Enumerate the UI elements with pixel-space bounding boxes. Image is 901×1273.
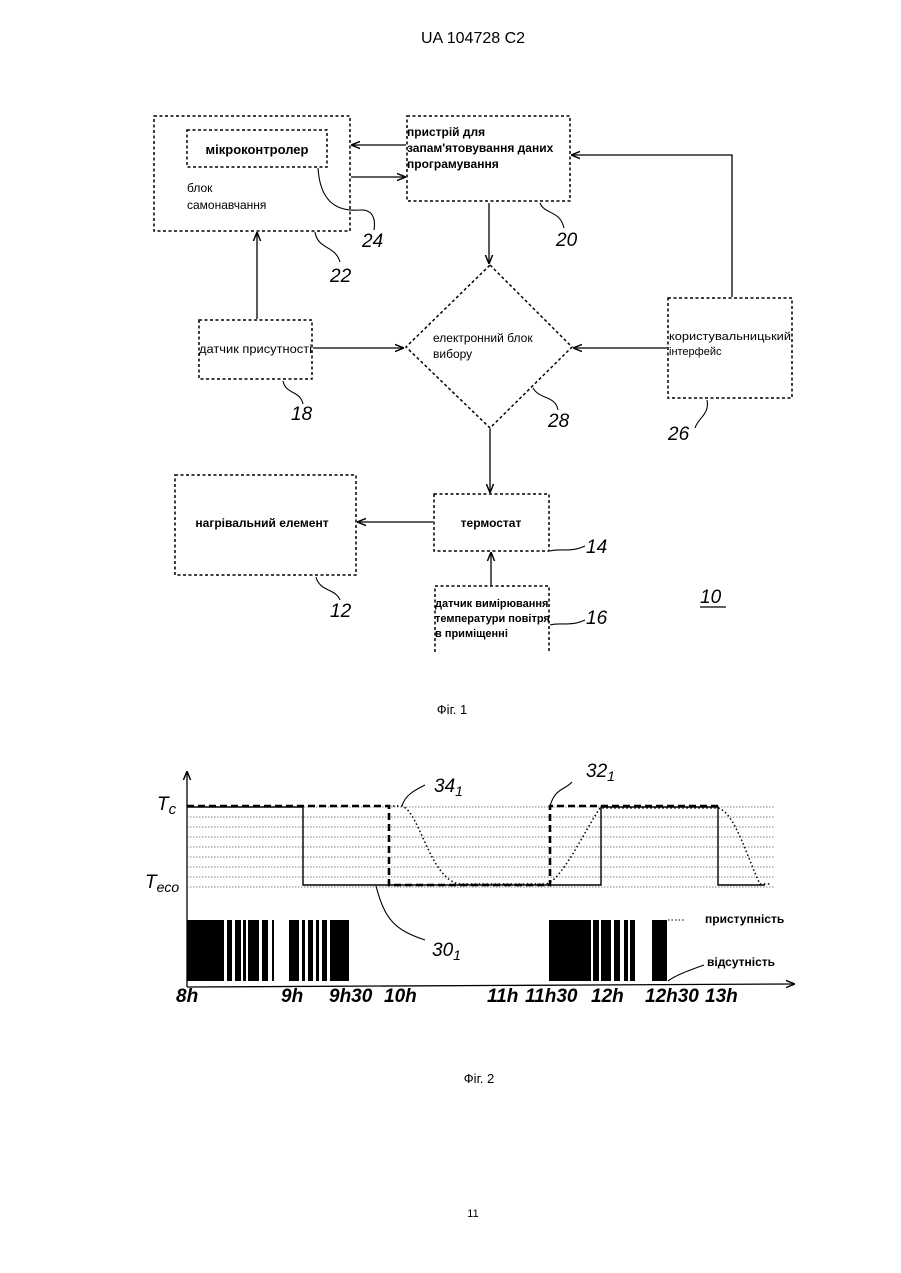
memory-label-1: пристрій для — [407, 125, 485, 139]
presence-sensor-label: датчик присутності — [199, 342, 312, 356]
tick-11h: 11h — [487, 986, 518, 1007]
leader-34 — [402, 785, 425, 806]
self-learning-label-1: блок — [187, 181, 213, 195]
selector-label-2: вибору — [433, 347, 472, 361]
curve-30 — [187, 807, 765, 885]
ref-14: 14 — [586, 537, 607, 558]
tick-11h30: 11h30 — [525, 986, 578, 1007]
user-interface-label-1: користувальницький — [669, 331, 791, 343]
presence-bars — [187, 920, 667, 981]
page-number: 11 — [467, 1208, 478, 1220]
leader-30 — [376, 886, 425, 940]
temperature-band-grid — [187, 807, 775, 887]
user-interface-label-2: інтерфейс — [669, 346, 722, 358]
ref-32: 321 — [586, 761, 615, 784]
figure-2: Tc Teco 341 321 301 — [145, 761, 794, 1086]
y-label-eco: Teco — [145, 872, 179, 895]
tick-12h: 12h — [591, 986, 624, 1007]
leader-absence — [668, 965, 704, 981]
tick-8h: 8h — [176, 986, 198, 1007]
ref-20: 20 — [555, 230, 578, 251]
ref-24: 24 — [361, 231, 383, 252]
y-label-comfort: Tc — [157, 794, 177, 818]
tick-9h: 9h — [281, 986, 303, 1007]
tick-12h30: 12h30 — [645, 986, 699, 1007]
arrow-ui-to-memory — [572, 155, 732, 297]
leader-28 — [533, 388, 558, 410]
thermostat-label: термостат — [461, 516, 522, 530]
tick-13h: 13h — [705, 986, 738, 1007]
temp-sensor-label-1: датчик вимірювання — [435, 598, 548, 610]
curve-32 — [187, 806, 718, 885]
memory-label-3: програмування — [407, 157, 499, 171]
leader-12 — [316, 577, 340, 600]
ref-30: 301 — [432, 940, 461, 963]
ref-26: 26 — [667, 424, 690, 445]
legend-absence: відсутність — [707, 955, 775, 969]
tick-9h30: 9h30 — [329, 986, 373, 1007]
leader-14 — [550, 546, 585, 551]
leader-20 — [540, 203, 564, 228]
temp-sensor-label-3: в приміщенні — [435, 628, 508, 640]
tick-10h: 10h — [384, 986, 417, 1007]
selector-block — [406, 265, 572, 428]
x-tick-labels: 8h 9h 9h30 10h 11h 11h30 12h 12h30 13h — [176, 986, 738, 1007]
memory-label-2: запам'ятовування даних — [407, 141, 554, 155]
leader-16 — [550, 620, 585, 625]
leader-32 — [550, 782, 572, 806]
selector-label-1: електронний блок — [433, 331, 533, 345]
leader-26 — [695, 400, 707, 428]
temp-sensor-label-2: температури повітря — [435, 613, 550, 625]
ref-16: 16 — [586, 608, 608, 629]
ref-10: 10 — [700, 587, 722, 608]
ref-28: 28 — [547, 411, 570, 432]
figure-1-caption: Фіг. 1 — [437, 702, 467, 717]
ref-22: 22 — [329, 266, 352, 287]
ref-12: 12 — [330, 601, 352, 622]
patent-number: UA 104728 C2 — [421, 30, 525, 47]
heater-label: нагрівальний елемент — [195, 516, 328, 530]
microcontroller-label: мікроконтролер — [206, 142, 309, 157]
ref-18: 18 — [291, 404, 313, 425]
leader-18 — [283, 381, 303, 404]
leader-22 — [315, 232, 340, 262]
self-learning-label-2: самонавчання — [187, 198, 266, 212]
legend-presence: приступність — [705, 912, 784, 926]
curve-34 — [389, 806, 770, 884]
figure-1: мікроконтролер блок самонавчання 24 22 п… — [154, 116, 792, 717]
figure-2-caption: Фіг. 2 — [464, 1071, 494, 1086]
ref-34: 341 — [434, 776, 463, 799]
self-learning-block — [154, 116, 350, 231]
